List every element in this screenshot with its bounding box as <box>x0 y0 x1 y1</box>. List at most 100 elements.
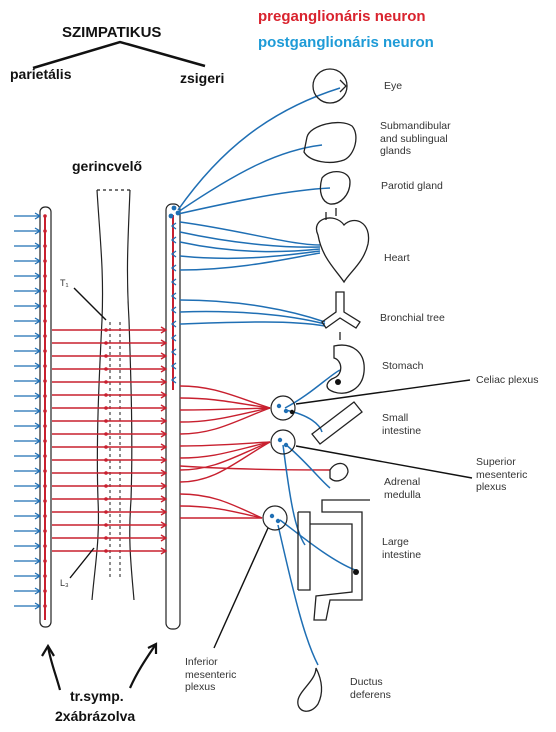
ganglion-dots <box>168 205 289 524</box>
trunk-arrows <box>41 642 158 691</box>
visceral-ramus <box>170 348 177 356</box>
organ-label-ductus: Ductus deferens <box>350 676 391 701</box>
small-intestine-icon <box>311 401 363 445</box>
splanchnic-nerve <box>179 441 271 459</box>
splanchnic-nerve <box>179 441 271 471</box>
celiac-ganglion <box>270 395 296 421</box>
prevertebral-ganglia <box>262 395 296 531</box>
visceral-ramus <box>170 320 177 328</box>
preganglionic-connection <box>52 534 168 542</box>
segment-label-l3: L₃ <box>60 578 69 588</box>
superior-mesenteric-ganglion <box>270 429 296 455</box>
parietal-sympathetic-trunk <box>14 206 52 628</box>
bronchial-tree-icon <box>321 291 361 340</box>
organs <box>297 68 370 712</box>
organ-label-bronchial: Bronchial tree <box>380 312 445 324</box>
pointer-lines <box>69 287 473 649</box>
visceral-ramus <box>170 222 177 230</box>
organ-label-celiac: Celiac plexus <box>476 374 539 386</box>
visceral-ramus <box>170 376 177 384</box>
parietal-ramus <box>14 392 47 400</box>
parietal-ramus <box>14 257 47 265</box>
preganglionic-fibers <box>52 326 331 555</box>
organ-label-large-intestine: Large intestine <box>382 536 422 561</box>
parietal-ramus <box>14 272 47 280</box>
parietal-ramus <box>14 587 47 595</box>
parietal-ramus <box>14 512 47 520</box>
parietal-ramus <box>14 602 47 610</box>
organ-label-inferior-mesenteric: Inferior mesenteric plexus <box>185 656 237 693</box>
splanchnic-nerve <box>179 441 271 483</box>
visceral-ramus <box>170 278 177 286</box>
parietal-ramus <box>14 227 47 235</box>
spinal-cord-label: gerincvelő <box>72 158 143 174</box>
large-intestine-icon <box>297 499 370 621</box>
parietal-ramus <box>14 482 47 490</box>
parietal-ramus <box>14 317 47 325</box>
organ-label-small-intestine: Small intestine <box>382 412 422 437</box>
parietal-ramus <box>14 497 47 505</box>
eye-organ-icon <box>312 68 348 104</box>
splanchnic-nerve <box>179 407 271 411</box>
legend-postganglionic: postganglionáris neuron <box>258 34 434 51</box>
splanchnic-nerve <box>179 493 263 519</box>
inferior-mesenteric-ganglion <box>262 505 288 531</box>
visceral-ramus <box>170 362 177 370</box>
organ-label-adrenal: Adrenal medulla <box>384 476 421 501</box>
parietal-ramus <box>14 542 47 550</box>
parietal-ramus <box>14 572 47 580</box>
organ-label-superior-mesenteric: Superior mesenteric plexus <box>476 456 528 493</box>
splanchnic-nerve <box>179 407 271 423</box>
preganglionic-connection <box>52 547 168 555</box>
branch-label-parietal: parietális <box>10 66 72 82</box>
bottom-label-line1: tr.symp. <box>70 688 124 704</box>
parietal-ramus <box>14 242 47 250</box>
preganglionic-connection <box>52 430 168 438</box>
preganglionic-connection <box>52 521 168 529</box>
preganglionic-connection <box>52 404 168 412</box>
heart-organ-icon <box>315 208 370 284</box>
splanchnic-nerve <box>179 407 271 435</box>
preganglionic-connection <box>52 443 168 451</box>
preganglionic-connection <box>52 495 168 503</box>
organ-label-submandibular: Submandibular and sublingual glands <box>380 120 451 157</box>
heading-title: SZIMPATIKUS <box>62 24 162 41</box>
preganglionic-connection <box>52 417 168 425</box>
preganglionic-connection <box>52 456 168 464</box>
organ-label-stomach: Stomach <box>382 360 424 372</box>
preganglionic-connection <box>52 339 168 347</box>
parietal-ramus <box>14 422 47 430</box>
branch-label-visceral: zsigeri <box>180 70 225 86</box>
parotid-gland-icon <box>319 171 351 205</box>
organ-markers <box>289 379 359 575</box>
stomach-organ-icon <box>326 344 365 394</box>
parietal-ramus <box>14 467 47 475</box>
ductus-deferens-icon <box>297 667 323 712</box>
visceral-ramus <box>170 306 177 314</box>
organ-label-heart: Heart <box>384 252 410 264</box>
submandibular-gland-icon <box>303 122 357 163</box>
parietal-ramus <box>14 332 47 340</box>
parietal-ramus <box>14 437 47 445</box>
parietal-ramus <box>14 362 47 370</box>
preganglionic-connection <box>52 365 168 373</box>
visceral-sympathetic-trunk <box>165 203 181 630</box>
postganglionic-fibers <box>177 87 356 666</box>
parietal-ramus <box>14 287 47 295</box>
preganglionic-connection <box>52 391 168 399</box>
visceral-ramus <box>170 292 177 300</box>
parietal-ramus <box>14 302 47 310</box>
preganglionic-connection <box>52 326 168 334</box>
parietal-ramus <box>14 527 47 535</box>
splanchnic-nerve <box>179 441 271 447</box>
heading-branch-lines <box>32 40 206 70</box>
spinal-cord <box>91 189 135 601</box>
organ-label-parotid: Parotid gland <box>381 180 443 192</box>
adrenal-gland-icon <box>329 462 349 482</box>
legend-preganglionic: preganglionáris neuron <box>258 8 426 25</box>
parietal-ramus <box>14 452 47 460</box>
preganglionic-connection <box>52 352 168 360</box>
parietal-ramus <box>14 377 47 385</box>
visceral-ramus <box>170 236 177 244</box>
preganglionic-connection <box>52 378 168 386</box>
